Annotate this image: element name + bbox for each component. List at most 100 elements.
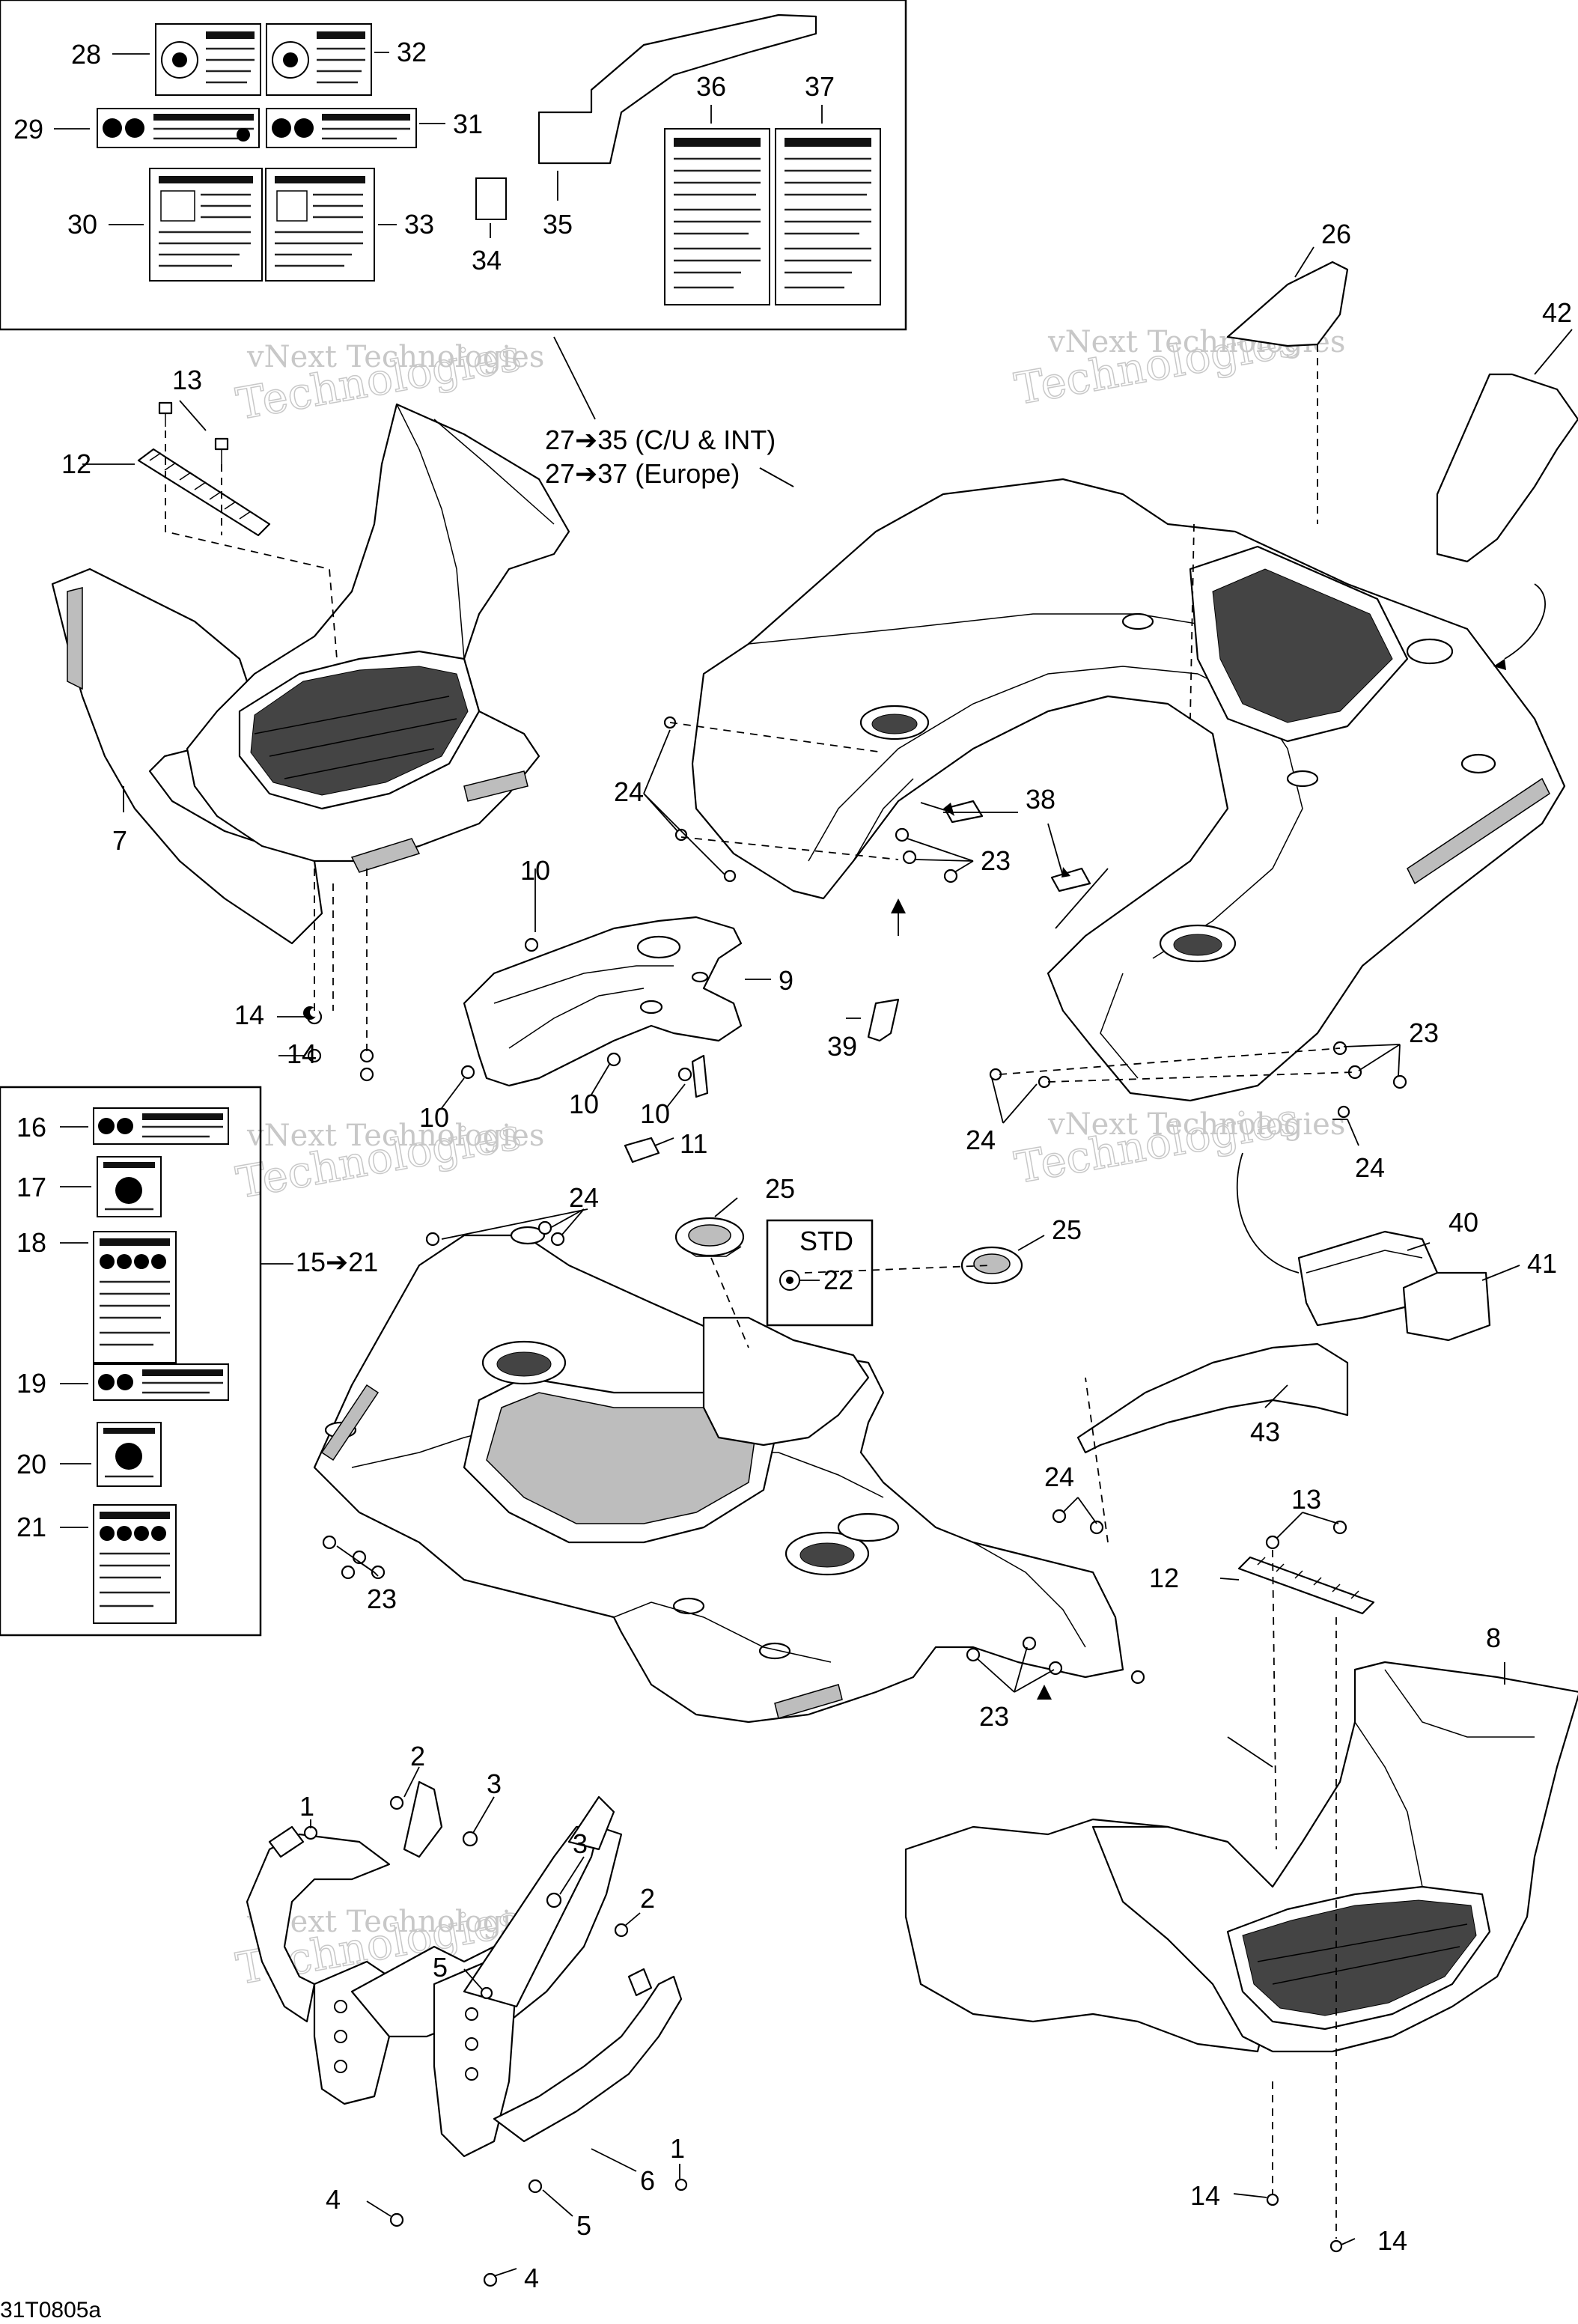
footrest-right-8[interactable] [904, 1661, 1578, 2053]
callout: 23 [367, 1584, 397, 1614]
label-kit-box-left [0, 1086, 293, 1637]
callout: 23 [1409, 1017, 1439, 1048]
callout: 20 [16, 1449, 46, 1479]
callout: 26 [1321, 219, 1351, 249]
callout: 13 [1291, 1484, 1321, 1515]
label-18[interactable] [93, 1231, 177, 1363]
decal-35[interactable] [537, 13, 817, 165]
callout: 5 [576, 2210, 591, 2241]
callout: 7 [112, 825, 127, 856]
watermark-text: vNext Technologies [246, 340, 544, 374]
label-16[interactable] [93, 1107, 229, 1145]
std-note: STD [799, 1226, 853, 1256]
callout: 14 [1190, 2180, 1220, 2211]
panel-42[interactable] [1436, 373, 1578, 563]
callout: 35 [543, 209, 573, 240]
callout: 4 [524, 2263, 539, 2293]
label-31[interactable] [266, 108, 417, 148]
callout-numbers: 28 32 29 31 30 33 34 35 36 37 13 12 26 4… [13, 37, 1572, 2293]
callout: 28 [71, 39, 101, 70]
rear-fender[interactable] [313, 1226, 1124, 1724]
callout: 8 [1486, 1622, 1501, 1653]
callout: 10 [640, 1098, 670, 1129]
cover-41[interactable] [1402, 1271, 1491, 1342]
callout: 33 [404, 209, 434, 240]
callout: 5 [433, 1952, 448, 1983]
callout: 24 [1044, 1461, 1074, 1492]
watermark-text: vNext Technologies [1047, 1107, 1345, 1142]
label-29[interactable] [97, 108, 260, 148]
callout: 1 [299, 1791, 314, 1822]
callout: 10 [520, 855, 550, 886]
callout: 14 [1377, 2225, 1407, 2256]
callout: 29 [13, 114, 43, 145]
callout: 24 [569, 1182, 599, 1213]
label-37[interactable] [775, 128, 881, 305]
callout: 24 [966, 1125, 996, 1155]
front-fender-27[interactable] [691, 478, 1566, 1102]
callout: 25 [1052, 1214, 1082, 1245]
cap-25a[interactable] [674, 1217, 745, 1257]
callout: 22 [823, 1265, 853, 1295]
callout: 1 [670, 2133, 685, 2164]
callout: 19 [16, 1368, 46, 1399]
pad-38b[interactable] [1050, 867, 1091, 892]
clip-39[interactable] [867, 998, 900, 1042]
label-34[interactable] [475, 177, 507, 220]
label-28[interactable] [155, 23, 261, 96]
cover-26[interactable] [1226, 261, 1349, 347]
callout: 41 [1527, 1248, 1557, 1279]
callout: 11 [680, 1128, 707, 1159]
callout: 6 [640, 2165, 655, 2196]
footrest-left-7[interactable] [51, 403, 570, 945]
callout: 30 [67, 209, 97, 240]
callout: 2 [640, 1883, 655, 1914]
callout: 23 [979, 1701, 1009, 1732]
kit-note-europe: 27➔37 (Europe) [545, 458, 740, 489]
callout: 12 [61, 448, 91, 479]
mud-flap-43[interactable] [1076, 1342, 1349, 1454]
callout: 24 [1355, 1152, 1385, 1183]
callout: 13 [172, 365, 202, 395]
label-32[interactable] [266, 23, 372, 96]
callout: 31 [453, 109, 483, 139]
kit-note-labels: 15➔21 [296, 1247, 378, 1277]
callout: 16 [16, 1112, 46, 1143]
callout: 9 [779, 965, 793, 996]
bracket-12-right[interactable] [1237, 1556, 1375, 1615]
arrows [891, 659, 1506, 1700]
pad-38a[interactable] [943, 800, 984, 824]
label-36[interactable] [664, 128, 770, 305]
label-30[interactable] [149, 168, 263, 282]
callout: 2 [410, 1741, 425, 1771]
fasteners [158, 401, 1407, 2287]
callout: 17 [16, 1172, 46, 1202]
label-kit-box [0, 0, 907, 331]
label-33[interactable] [265, 168, 375, 282]
std-box [766, 1219, 874, 1327]
callout: 39 [827, 1031, 857, 1062]
callout: 25 [765, 1173, 795, 1204]
callout: 3 [573, 1828, 588, 1859]
bracket-12-left[interactable] [137, 448, 271, 537]
callout: 23 [981, 845, 1011, 876]
label-17[interactable] [97, 1156, 162, 1217]
watermark-text: vNext Technologies [246, 1119, 544, 1153]
label-21[interactable] [93, 1504, 177, 1624]
callout: 21 [16, 1512, 46, 1542]
callout: 32 [397, 37, 427, 67]
callout: 40 [1448, 1207, 1478, 1238]
inner-panel-9[interactable] [463, 916, 743, 1087]
callout: 14 [287, 1038, 317, 1069]
label-19[interactable] [93, 1363, 229, 1401]
callout: 43 [1250, 1417, 1280, 1447]
label-20[interactable] [97, 1422, 162, 1487]
kit-note-cu-int: 27➔35 (C/U & INT) [545, 425, 776, 455]
callout: 34 [472, 245, 502, 276]
diagram-code: 31T0805a [0, 2298, 101, 2323]
callout: 18 [16, 1227, 46, 1258]
assembly-dashed-lines [165, 344, 1356, 2239]
cap-25b[interactable] [960, 1246, 1023, 1285]
rack-support-6[interactable] [246, 1780, 683, 2158]
